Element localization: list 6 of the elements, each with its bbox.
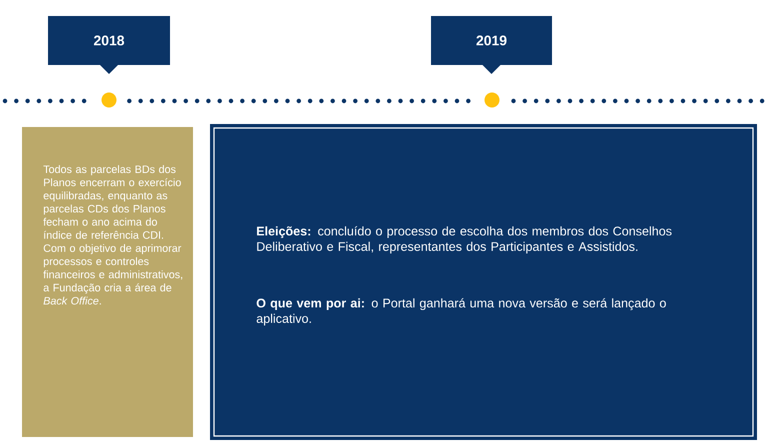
- paragraph: Eleições: concluído o processo de escolha dos membros dos Conselhos Deliberativo e Fiscal, representantes dos Participantes e Assistidos.: [257, 226, 672, 254]
- text-card: [210, 124, 757, 440]
- paragraph: O que vem por ai: o Portal ganhará uma nova versão e será lançado o aplicativo.: [256, 298, 666, 326]
- text-card: Todos as parcelas BDs dos Planos encerram o exercício equilibradas, enquanto as parcelas CDs dos Planos fecham o ano acima do índice de referência CDI. Com o objetivo de aprimorar processos e controles financeiros e administrativos, a Fundação cria a área de Back Office.: [22, 126, 193, 437]
- year-callout: 2018: [48, 16, 170, 74]
- year-callout: 2019: [431, 16, 552, 74]
